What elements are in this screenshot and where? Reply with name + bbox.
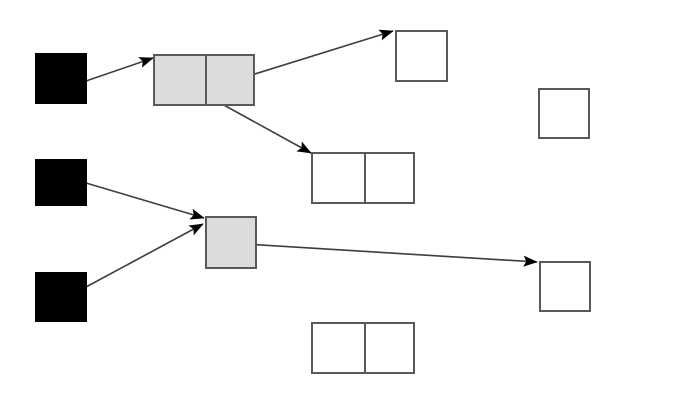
- edge-source-1-to-shaded-pair: [85, 57, 154, 82]
- cell-divider: [205, 56, 207, 104]
- edge-source-2-to-shaded-single: [85, 182, 205, 220]
- node-shaded-single[interactable]: [205, 216, 257, 269]
- node-source-1[interactable]: [35, 53, 87, 104]
- cell-divider: [364, 324, 366, 372]
- node-plain-bottom-right[interactable]: [539, 261, 591, 312]
- node-source-2[interactable]: [35, 159, 87, 206]
- cell-divider: [364, 154, 366, 202]
- node-source-3[interactable]: [35, 272, 87, 322]
- node-plain-pair-bottom[interactable]: [311, 322, 415, 374]
- edge-shaded-single-to-plain-bottom-right: [227, 242, 538, 267]
- node-shaded-pair[interactable]: [153, 54, 255, 106]
- edge-source-3-to-shaded-single: [85, 223, 204, 288]
- node-plain-far-right[interactable]: [538, 88, 590, 139]
- node-plain-top-right[interactable]: [395, 30, 448, 82]
- node-plain-pair-middle[interactable]: [311, 152, 415, 204]
